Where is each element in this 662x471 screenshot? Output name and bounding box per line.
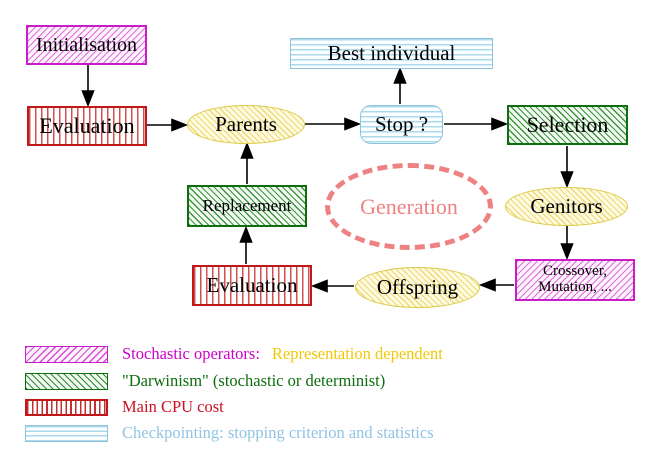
node-stop: Stop ? — [360, 105, 443, 144]
legend-label-representation-dependent: Representation dependent — [271, 344, 443, 363]
node-selection-label: Selection — [526, 112, 609, 138]
arrow-selection-to-genitors — [560, 146, 574, 189]
legend-row-stochastic-operators: Stochastic operators: Representation dep… — [25, 344, 443, 364]
node-offspring: Offspring — [355, 267, 480, 308]
arrow-initialisation-to-evaluation — [81, 65, 95, 108]
node-genitors: Genitors — [505, 187, 628, 226]
node-replacement-label: Replacement — [202, 196, 292, 216]
node-evaluation-bottom: Evaluation — [192, 265, 312, 306]
legend-row-darwinism: "Darwinism" (stochastic or determinist) — [25, 371, 385, 391]
legend-swatch-green-diagonal-hatch — [25, 372, 108, 390]
legend-swatch-magenta-diagonal-hatch — [25, 345, 108, 363]
node-generation-dashed-ellipse: Generation — [325, 163, 493, 250]
arrow-stop-to-best-individual — [393, 66, 407, 104]
arrow-replacement-to-parents — [240, 141, 254, 184]
node-best-individual-label: Best individual — [327, 41, 456, 66]
node-evaluation-bottom-label: Evaluation — [206, 273, 298, 298]
node-crossover-label-line2: Mutation, ... — [538, 279, 612, 295]
legend-label-stochastic-operators: Stochastic operators: — [122, 344, 260, 363]
legend-row-main-cpu-cost: Main CPU cost — [25, 397, 224, 417]
node-initialisation-label: Initialisation — [35, 33, 138, 56]
node-evaluation-top: Evaluation — [27, 106, 147, 146]
arrow-crossover-to-offspring — [478, 278, 514, 292]
arrow-evaluation-to-replacement — [239, 225, 253, 264]
node-generation-label: Generation — [360, 193, 458, 219]
node-crossover-mutation: Crossover, Mutation, ... — [515, 259, 635, 301]
legend-row-checkpointing: Checkpointing: stopping criterion and st… — [25, 423, 434, 443]
node-stop-label: Stop ? — [374, 112, 429, 137]
node-genitors-label: Genitors — [530, 194, 603, 219]
node-selection: Selection — [507, 105, 628, 145]
arrow-stop-to-selection — [444, 117, 509, 131]
node-evaluation-top-label: Evaluation — [39, 113, 135, 139]
node-initialisation: Initialisation — [26, 25, 147, 65]
node-parents: Parents — [187, 105, 305, 144]
legend-label-main-cpu-cost: Main CPU cost — [122, 397, 224, 416]
node-parents-label: Parents — [215, 112, 277, 137]
arrow-genitors-to-crossover — [560, 226, 574, 261]
legend-label-darwinism: "Darwinism" (stochastic or determinist) — [122, 371, 386, 390]
legend-swatch-cyan-horizontal-stripes — [25, 424, 108, 442]
arrow-parents-to-stop — [305, 117, 362, 131]
node-offspring-label: Offspring — [376, 275, 459, 300]
node-crossover-label-line1: Crossover, — [543, 263, 607, 280]
node-replacement: Replacement — [187, 185, 307, 227]
legend-label-checkpointing: Checkpointing: stopping criterion and st… — [122, 423, 434, 442]
node-best-individual: Best individual — [290, 38, 493, 69]
arrow-evaluation-to-parents — [147, 118, 189, 132]
legend-swatch-red-vertical-stripes — [25, 398, 108, 416]
arrow-offspring-to-evaluation — [310, 279, 354, 293]
